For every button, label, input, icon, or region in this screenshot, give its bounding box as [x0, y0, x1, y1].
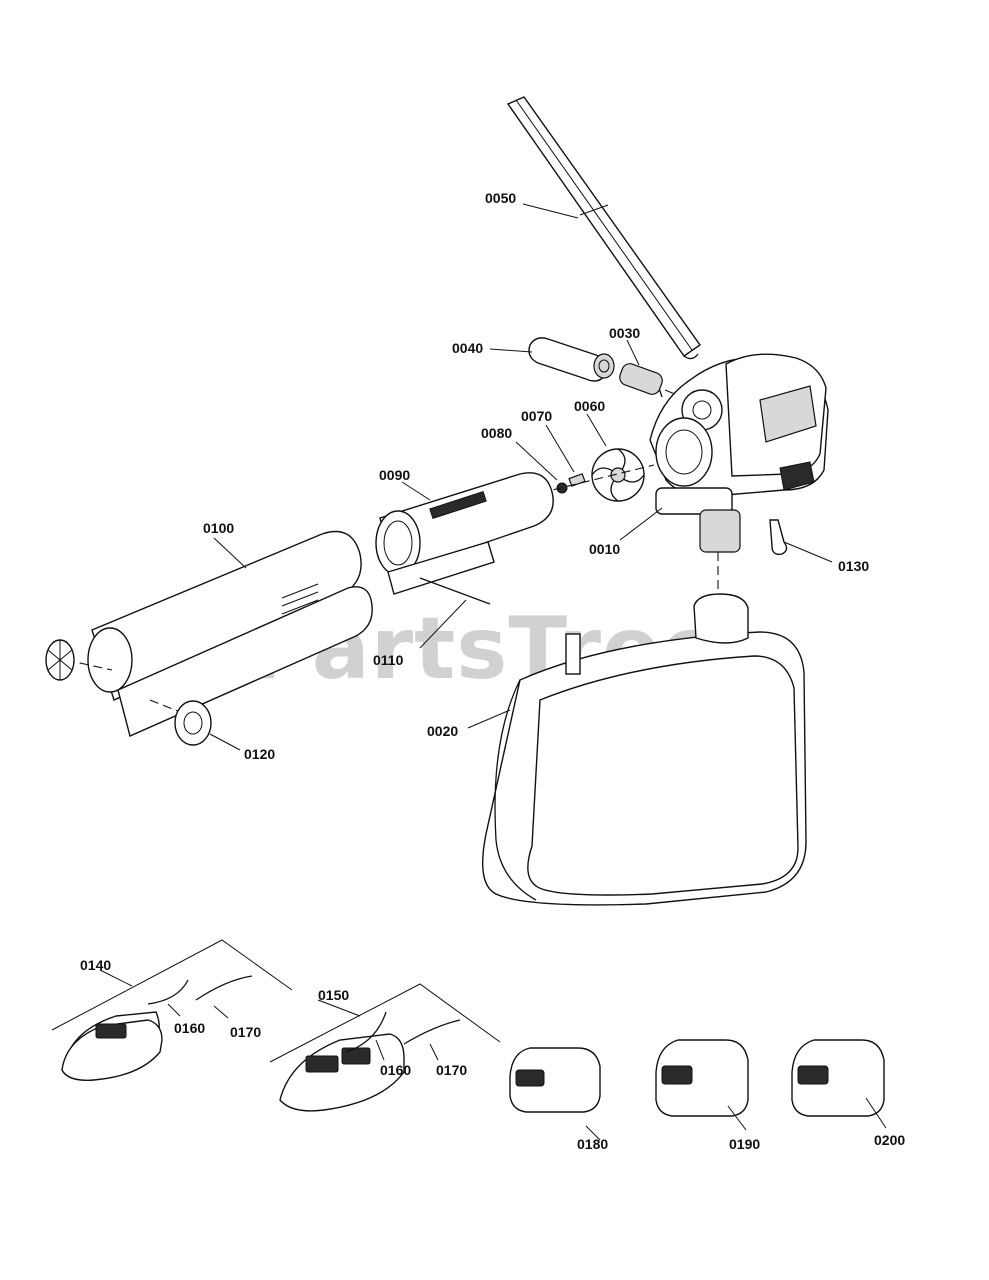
callout-0160-b[interactable]: 0160 [380, 1062, 411, 1078]
callout-0080[interactable]: 0080 [481, 425, 512, 441]
part-0100-nozzle[interactable] [87, 530, 373, 737]
callout-0200[interactable]: 0200 [874, 1132, 905, 1148]
part-0190-battery[interactable] [655, 1039, 749, 1117]
part-0150-charger-kit[interactable] [269, 983, 501, 1112]
callout-0110[interactable]: 0110 [373, 652, 404, 668]
callout-0190[interactable]: 0190 [729, 1136, 760, 1152]
part-0090-tube[interactable] [375, 472, 554, 595]
part-0140-charger-kit[interactable] [51, 939, 293, 1081]
part-0050-tube[interactable] [506, 96, 701, 360]
callout-0140[interactable]: 0140 [80, 957, 111, 973]
callout-0150[interactable]: 0150 [318, 987, 349, 1003]
callout-0040[interactable]: 0040 [452, 340, 483, 356]
part-0030-spring[interactable] [618, 361, 665, 398]
callout-0180[interactable]: 0180 [577, 1136, 608, 1152]
callout-0060[interactable]: 0060 [574, 398, 605, 414]
callout-0130[interactable]: 0130 [838, 558, 869, 574]
part-0040-lever[interactable] [528, 337, 615, 382]
part-0200-battery[interactable] [791, 1039, 885, 1117]
part-0020-bag[interactable] [481, 593, 807, 906]
part-0120-wheel-right[interactable] [174, 700, 212, 746]
part-0060-fan[interactable] [591, 448, 645, 502]
callout-0030[interactable]: 0030 [609, 325, 640, 341]
callout-0090[interactable]: 0090 [379, 467, 410, 483]
callout-0050[interactable]: 0050 [485, 190, 516, 206]
callout-0170-b[interactable]: 0170 [436, 1062, 467, 1078]
part-0130-clip[interactable] [769, 519, 788, 556]
part-0110-pin[interactable] [419, 577, 491, 605]
part-0010-housing[interactable] [649, 353, 829, 553]
callout-0100[interactable]: 0100 [203, 520, 234, 536]
callout-0010[interactable]: 0010 [589, 541, 620, 557]
part-0180-battery[interactable] [509, 1047, 601, 1113]
callout-0170-a[interactable]: 0170 [230, 1024, 261, 1040]
part-0120-wheel-left[interactable] [45, 639, 75, 681]
callout-0070[interactable]: 0070 [521, 408, 552, 424]
callout-0020[interactable]: 0020 [427, 723, 458, 739]
callout-0120[interactable]: 0120 [244, 746, 275, 762]
callout-0160-a[interactable]: 0160 [174, 1020, 205, 1036]
part-0070-key[interactable] [568, 473, 586, 487]
